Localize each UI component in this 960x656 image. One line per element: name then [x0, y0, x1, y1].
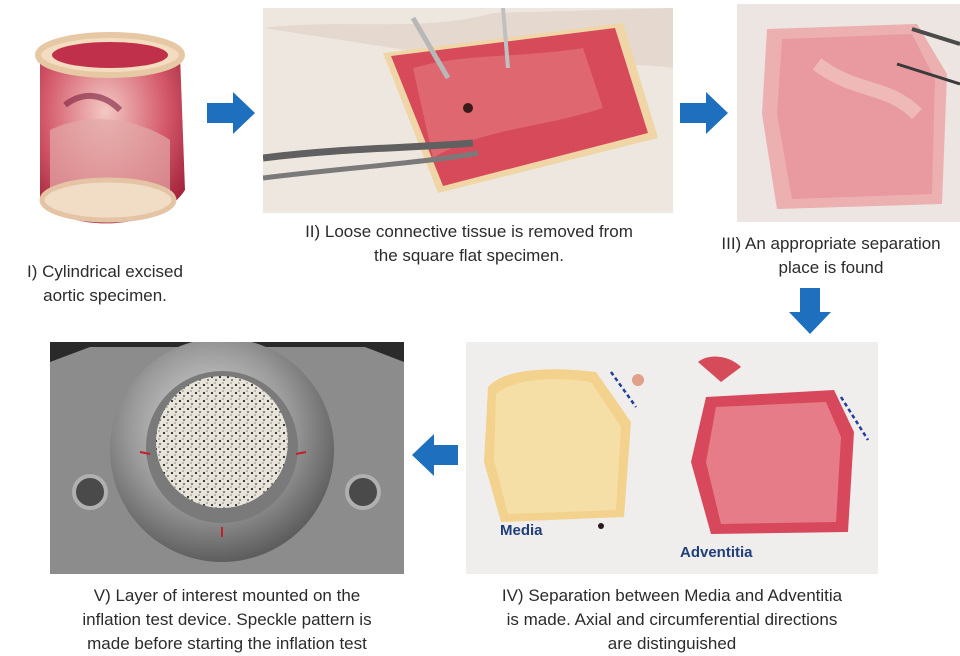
photo-flat-specimen	[263, 8, 673, 213]
caption-step-1: I) Cylindrical excised aortic specimen.	[0, 260, 210, 308]
arrow-right-icon	[680, 92, 728, 134]
arrow-down-icon	[789, 288, 831, 334]
media-label: Media	[500, 522, 543, 539]
photo-cylindrical-specimen	[10, 10, 202, 248]
arrow-right-icon	[207, 92, 255, 134]
adventitia-label: Adventitia	[680, 544, 753, 561]
caption-step-4: IV) Separation between Media and Adventi…	[440, 584, 904, 656]
caption-step-2: II) Loose connective tissue is removed f…	[260, 220, 678, 268]
caption-step-5: V) Layer of interest mounted on the infl…	[40, 584, 414, 656]
caption-step-3: III) An appropriate separation place is …	[700, 232, 960, 280]
arrow-left-icon	[412, 434, 458, 476]
photo-separation-place	[737, 4, 960, 222]
photo-media-adventitia-separation: Media Adventitia	[466, 342, 878, 574]
photo-inflation-test-device	[50, 342, 404, 574]
